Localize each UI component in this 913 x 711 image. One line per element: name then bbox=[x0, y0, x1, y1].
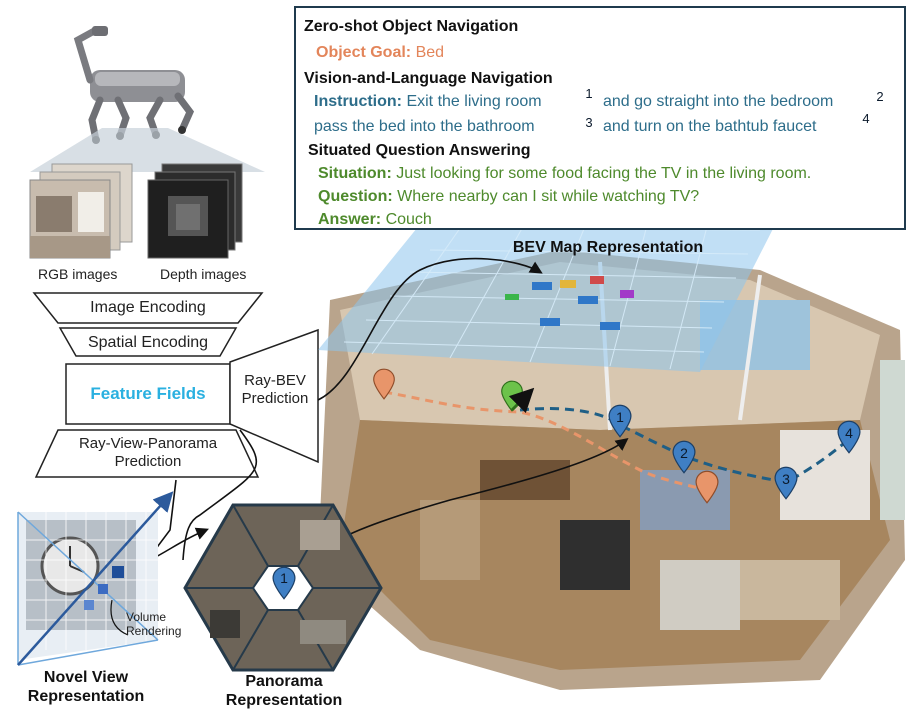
rgb-image-stack bbox=[30, 164, 132, 258]
volume-line-1: Volume bbox=[126, 610, 181, 624]
map-marker-4-number: 4 bbox=[843, 425, 855, 441]
ray-view-line-1: Ray-View-Panorama bbox=[40, 435, 256, 453]
answer-line: Answer: Couch bbox=[318, 211, 432, 229]
object-goal-value: Bed bbox=[416, 44, 444, 61]
answer-value: Couch bbox=[386, 211, 432, 228]
pano-line-2: Representation bbox=[212, 691, 356, 710]
novel-view-representation-label: Novel View Representation bbox=[6, 668, 166, 706]
bev-map-label: BEV Map Representation bbox=[488, 238, 728, 257]
depth-image-stack bbox=[148, 164, 242, 258]
depth-images-label: Depth images bbox=[160, 266, 246, 282]
image-encoding-label: Image Encoding bbox=[60, 299, 236, 317]
volume-rendering-label: Volume Rendering bbox=[126, 610, 181, 638]
instruction-marker-3-number: 3 bbox=[584, 115, 594, 130]
object-goal-line: Object Goal: Bed bbox=[316, 44, 444, 62]
situation-value: Just looking for some food facing the TV… bbox=[396, 165, 811, 182]
situation-line: Situation: Just looking for some food fa… bbox=[318, 165, 811, 183]
instruction-marker-4-number: 4 bbox=[861, 111, 871, 126]
zero-shot-title: Zero-shot Object Navigation bbox=[304, 18, 518, 36]
object-goal-label: Object Goal: bbox=[316, 44, 411, 61]
instruction-label: Instruction: bbox=[314, 93, 402, 110]
bev-map-plane bbox=[318, 212, 780, 372]
vln-title: Vision-and-Language Navigation bbox=[304, 70, 553, 88]
question-label: Question: bbox=[318, 188, 393, 205]
ray-bev-line-2: Prediction bbox=[234, 390, 316, 408]
instruction-seg-3: pass the bed into the bathroom bbox=[314, 118, 535, 136]
map-marker-1-number: 1 bbox=[614, 409, 626, 425]
instruction-marker-1-number: 1 bbox=[584, 86, 594, 101]
question-value: Where nearby can I sit while watching TV… bbox=[397, 188, 699, 205]
ray-bev-label: Ray-BEV Prediction bbox=[234, 372, 316, 408]
rgb-images-label: RGB images bbox=[38, 266, 117, 282]
question-line: Question: Where nearby can I sit while w… bbox=[318, 188, 699, 206]
ray-bev-line-1: Ray-BEV bbox=[234, 372, 316, 390]
map-marker-2-number: 2 bbox=[678, 445, 690, 461]
feature-fields-label: Feature Fields bbox=[66, 384, 230, 404]
novel-line-1: Novel View bbox=[6, 668, 166, 687]
instruction-line-1: Instruction: Exit the living room bbox=[314, 93, 542, 111]
instruction-seg-4: and turn on the bathtub faucet bbox=[603, 118, 817, 136]
novel-line-2: Representation bbox=[6, 687, 166, 706]
spatial-encoding-label: Spatial Encoding bbox=[76, 334, 220, 352]
ray-view-label: Ray-View-Panorama Prediction bbox=[40, 435, 256, 471]
pano-line-1: Panorama bbox=[212, 672, 356, 691]
instruction-seg-2: and go straight into the bedroom bbox=[603, 93, 833, 111]
instruction-marker-2-number: 2 bbox=[875, 89, 885, 104]
sqa-title: Situated Question Answering bbox=[308, 142, 531, 160]
novel-view-grid bbox=[18, 495, 170, 665]
ray-view-line-2: Prediction bbox=[40, 453, 256, 471]
answer-label: Answer: bbox=[318, 211, 381, 228]
panorama-representation-label: Panorama Representation bbox=[212, 672, 356, 710]
volume-line-2: Rendering bbox=[126, 624, 181, 638]
instruction-seg-1: Exit the living room bbox=[406, 93, 541, 110]
panorama-marker-number: 1 bbox=[278, 570, 290, 586]
map-marker-3-number: 3 bbox=[780, 471, 792, 487]
robot-dog-icon bbox=[78, 26, 190, 144]
situation-label: Situation: bbox=[318, 165, 392, 182]
